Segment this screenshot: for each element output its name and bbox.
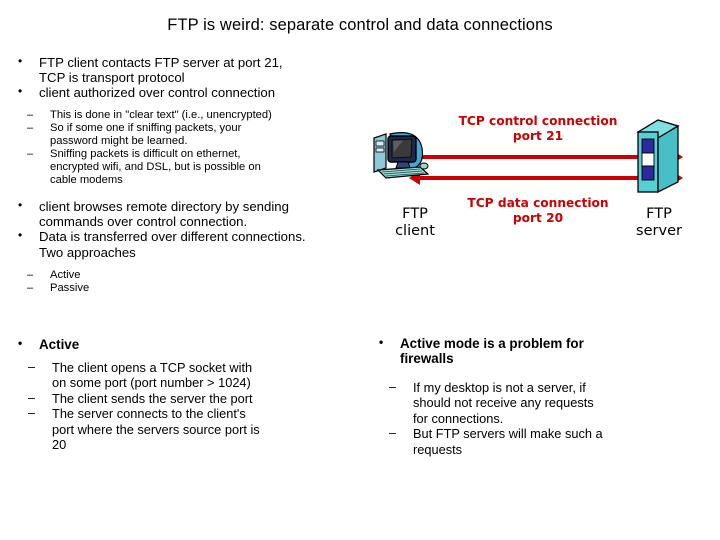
sub-list-item-continuation: password might be learned. [12,135,357,148]
list-item-continuation: commands over control connection. [12,214,367,229]
list-item: • Active mode is a problem for [373,335,693,351]
sub-list-item-label: The client opens a TCP socket with [52,360,253,375]
top-sub-bullet-list: – This is done in "clear text" (i.e., un… [12,109,357,186]
sub-list-item: – The client sends the server the port [12,391,357,406]
section-heading-label: Active mode is a problem for [400,336,584,351]
dash-marker: – [28,390,35,405]
active-section-sub-list: – The client opens a TCP socket with on … [12,360,357,452]
sub-list-item-label: Passive [50,281,90,294]
sub-list-item-label: for connections. [413,410,504,426]
page-title: FTP is weird: separate control and data … [167,16,553,34]
bullet-marker: • [18,54,23,68]
dash-marker: – [28,360,35,374]
sub-list-item-label: So if some one if sniffing packets, your [50,121,242,134]
ftp-connection-diagram: TCP control connection port 21 TCP data … [368,108,714,258]
list-item-label: Data is transferred over different conne… [39,229,306,245]
ftp-server-icon [630,116,688,198]
top-bullet-list: • FTP client contacts FTP server at port… [12,54,362,101]
data-connection-label: TCP data connection port 20 [438,196,638,225]
active-section-heading: • Active [12,336,362,352]
sub-list-item-label: This is done in "clear text" (i.e., unen… [50,109,272,121]
sub-list-item: – If my desktop is not a server, if [373,380,693,395]
ftp-server-label-line2: server [636,223,682,239]
sub-list-item-label: encrypted wifi, and DSL, but is possible… [50,160,261,173]
list-item-label: Two approaches [39,244,136,260]
ftp-server-label: FTP server [618,206,700,240]
bullet-marker: • [18,336,23,350]
sub-list-item-continuation: requests [373,442,693,457]
list-item: • client authorized over control connect… [12,84,362,101]
ftp-client-label-line2: client [395,223,435,239]
list-item: • client browses remote directory by sen… [12,198,367,214]
list-item-continuation: TCP is transport protocol [12,70,362,85]
dash-marker: – [27,147,34,160]
sub-list-item-label: Sniffing packets is difficult on etherne… [50,147,241,160]
control-connection-label: TCP control connection port 21 [438,114,638,143]
sub-list-item: – This is done in "clear text" (i.e., un… [12,109,357,122]
control-connection-label-line1: TCP control connection [458,114,618,128]
dash-marker: – [389,380,396,394]
bullet-marker: • [18,228,23,243]
ftp-client-computer-icon [370,126,432,184]
dash-marker: – [28,406,35,421]
list-item: • Active [12,336,362,352]
sub-list-item-label: 20 [52,437,67,453]
data-connection-label-line1: TCP data connection [467,196,609,210]
sub-list-item: – Active [12,269,212,282]
dash-marker: – [27,121,34,134]
sub-list-item-continuation: cable modems [12,174,357,187]
dash-marker: – [27,281,34,294]
sub-list-item-continuation: should not receive any requests [373,395,693,410]
list-item-label: FTP client contacts FTP server at port 2… [39,55,283,70]
sub-list-item-label: on some port (port number > 1024) [52,375,251,391]
sub-list-item-label: should not receive any requests [413,395,594,411]
dash-marker: – [27,269,34,281]
sub-list-item: – Passive [12,282,212,295]
ftp-server-label-line1: FTP [646,206,672,222]
list-item: • FTP client contacts FTP server at port… [12,54,362,70]
arrow-head-left-icon [409,171,420,185]
list-item: • Data is transferred over different con… [12,228,367,245]
sub-list-item: – The server connects to the client's [12,406,357,421]
list-item-label: commands over control connection. [39,214,248,230]
sub-list-item-continuation: for connections. [373,411,693,426]
list-item-label: TCP is transport protocol [39,70,185,86]
sub-list-item-label: But FTP servers will make such a [413,426,603,442]
sub-list-item: – Sniffing packets is difficult on ether… [12,148,357,161]
sub-list-item-label: The client sends the server the port [52,390,253,406]
middle-bullet-list: • client browses remote directory by sen… [12,198,367,260]
dash-marker: – [389,426,396,441]
sub-list-item-label: requests [413,441,463,457]
dash-marker: – [27,109,34,121]
ftp-client-label-line1: FTP [402,206,428,222]
firewall-section-heading: • Active mode is a problem for firewalls [373,335,693,366]
list-item-continuation: Two approaches [12,245,367,260]
sub-list-item-continuation: on some port (port number > 1024) [12,375,357,390]
sub-list-item: – But FTP servers will make such a [373,426,693,441]
sub-list-item-label: password might be learned. [50,134,188,147]
sub-list-item-label: cable modems [50,173,123,186]
data-connection-label-line2: port 20 [512,210,564,225]
control-connection-label-line2: port 21 [512,128,564,143]
section-heading-label: firewalls [400,351,454,367]
sub-list-item: – The client opens a TCP socket with [12,360,357,375]
sub-list-item-label: port where the servers source port is [52,421,260,437]
section-heading-label: Active [39,337,80,352]
sub-list-item-label: Active [50,269,81,281]
sub-list-item-continuation: port where the servers source port is [12,422,357,437]
list-item-continuation: firewalls [373,351,693,366]
sub-list-item: – So if some one if sniffing packets, yo… [12,122,357,135]
firewall-section-sub-list: – If my desktop is not a server, if shou… [373,380,693,457]
approaches-sub-list: – Active – Passive [12,269,212,295]
bullet-marker: • [379,335,384,349]
sub-list-item-label: The server connects to the client's [52,406,246,422]
bullet-marker: • [18,84,23,99]
sub-list-item-continuation: encrypted wifi, and DSL, but is possible… [12,161,357,174]
sub-list-item-label: If my desktop is not a server, if [413,380,586,395]
sub-list-item-continuation: 20 [12,437,357,452]
bullet-marker: • [18,198,23,212]
ftp-client-label: FTP client [376,206,454,240]
list-item-label: client authorized over control connectio… [39,85,276,101]
list-item-label: client browses remote directory by sendi… [39,199,289,214]
